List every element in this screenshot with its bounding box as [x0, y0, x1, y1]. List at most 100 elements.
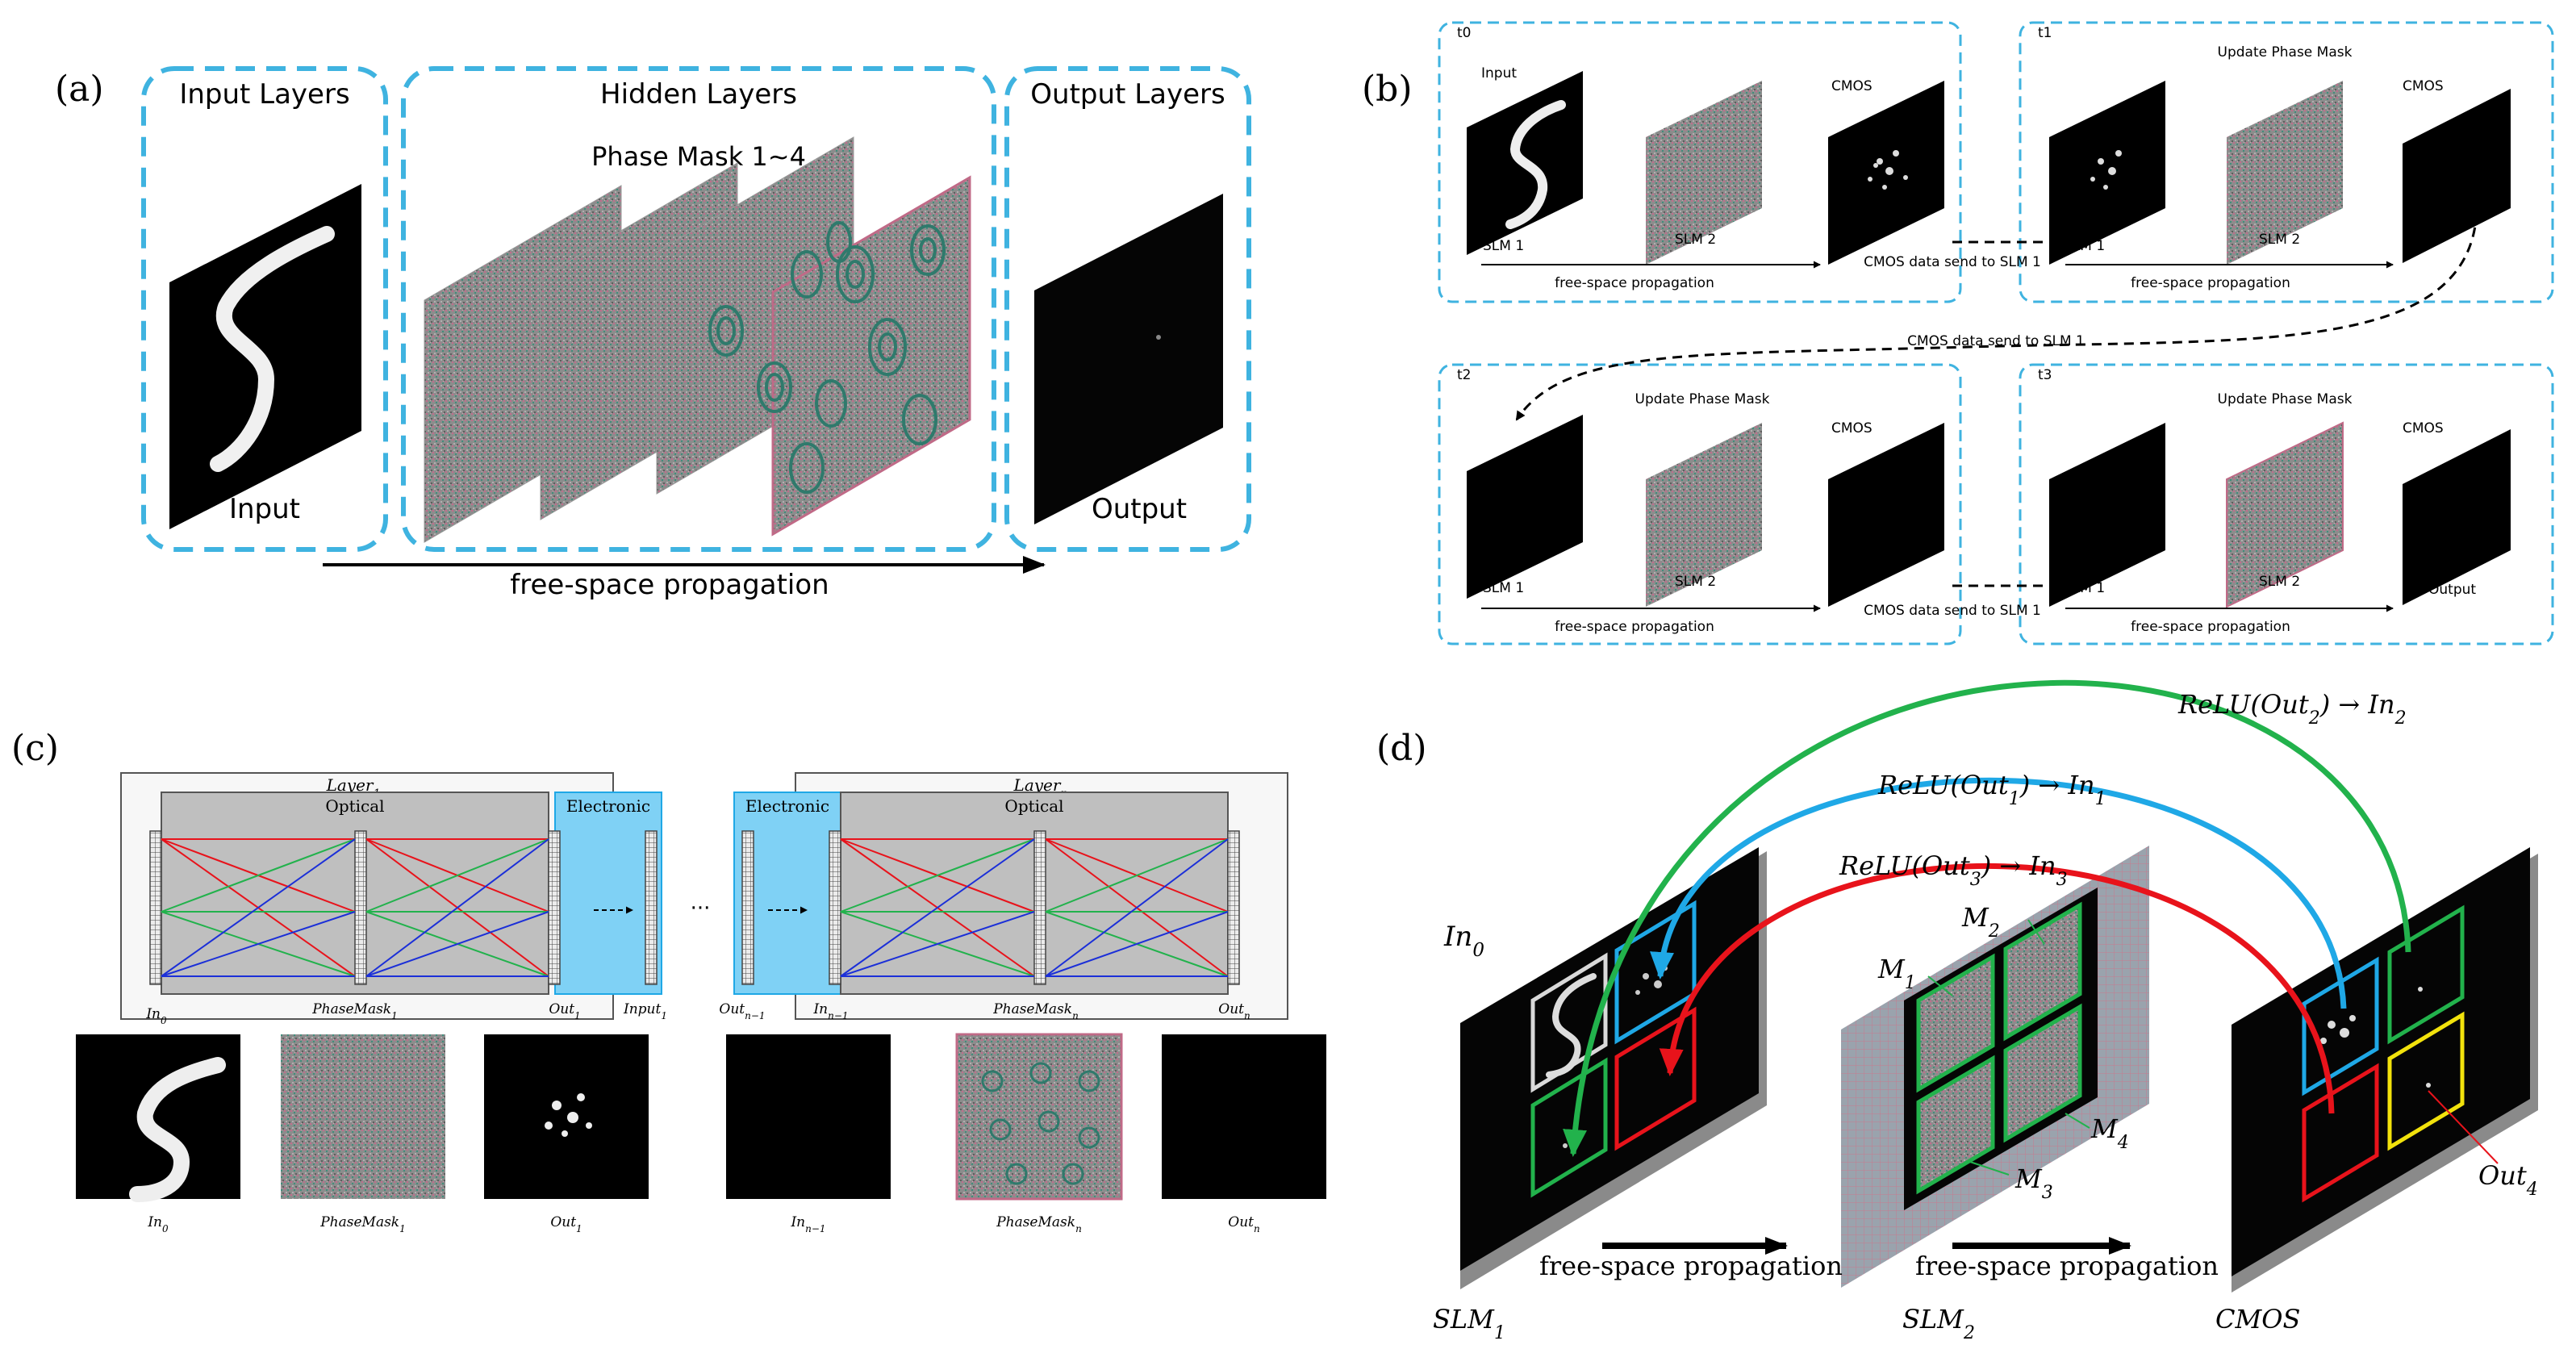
- t3-cmos-label: CMOS: [2403, 420, 2444, 436]
- layer1-optical-label: Optical: [325, 796, 384, 816]
- t1-slm1: [2049, 81, 2165, 265]
- cmos-red-box: [2302, 1063, 2379, 1203]
- t1-cmos-label: CMOS: [2403, 78, 2444, 94]
- phase-mask-rings: [708, 221, 946, 494]
- t3-box: [2019, 363, 2554, 645]
- t0-cmos-speckle: [1868, 150, 1908, 190]
- relu1-label: ReLU(Out1) → In1: [1877, 770, 2106, 809]
- layern-rays: [840, 838, 1229, 977]
- t1-box: [2019, 21, 2554, 303]
- t0-label: t0: [1457, 25, 1471, 41]
- output-spot: [1156, 335, 1161, 340]
- t2-slm2: [1646, 423, 1762, 607]
- cmos-yellow-box: [2387, 1011, 2465, 1151]
- d-cmos-label: CMOS: [2215, 1304, 2300, 1335]
- ellipsis: ···: [691, 896, 711, 921]
- c-outn-label: Outn: [1218, 1001, 1250, 1021]
- cmos-blue-box: [2302, 956, 2379, 1096]
- d-in0-label: In0: [1443, 921, 1484, 961]
- panel-d-label: (d): [1376, 728, 1427, 769]
- propagation-label: free-space propagation: [510, 569, 829, 601]
- panel-c: (c) Layer1 Optical Electronic Layern Ele…: [11, 728, 1326, 1234]
- slm1-plate: [1460, 847, 1759, 1271]
- layern-electronic-label: Electronic: [745, 796, 829, 816]
- t-outn-label: Outn: [1228, 1214, 1259, 1234]
- c-pm1-label: PhaseMask1: [311, 1001, 398, 1021]
- m4-leader: [2065, 1113, 2090, 1129]
- t2-label: t2: [1457, 367, 1471, 383]
- t3-title: Update Phase Mask: [2218, 391, 2353, 407]
- output-image: [1034, 194, 1223, 524]
- cmos-plate: [2232, 847, 2530, 1276]
- t3-slm1-label: SLM 1: [2064, 580, 2105, 596]
- t2-cmos: [1828, 423, 1944, 607]
- t1-slm1-speckle: [2090, 150, 2122, 190]
- input-layers-title: Input Layers: [179, 78, 349, 111]
- m3-label: M3: [2014, 1163, 2053, 1203]
- t1-cmos: [2403, 89, 2511, 263]
- m2-label: M2: [1961, 902, 2000, 942]
- relu1-arc: [1650, 777, 2347, 1009]
- relu2-arc: [1563, 679, 2411, 1157]
- panel-a-label: (a): [55, 69, 104, 110]
- cmos-green-box: [2387, 904, 2465, 1045]
- t3-cmos: [2403, 429, 2511, 605]
- t0-cmos-label: CMOS: [1831, 78, 1873, 94]
- digit-five: [210, 226, 335, 472]
- send-label-top: CMOS data send to SLM 1: [1864, 254, 2041, 270]
- t-pm1-label: PhaseMask1: [319, 1214, 406, 1234]
- slm2-m2: [2003, 901, 2082, 1042]
- phase-mask-title: Phase Mask 1~4: [591, 141, 806, 172]
- t3-label: t3: [2038, 367, 2052, 383]
- t-out1-label: Out1: [550, 1214, 582, 1234]
- c-inn1-label: Inn−1: [812, 1001, 848, 1021]
- cmos-speckle: [2320, 987, 2431, 1088]
- output-layers-title: Output Layers: [1030, 78, 1225, 111]
- m2-leader: [2027, 919, 2045, 945]
- out4-label: Out4: [2478, 1160, 2538, 1200]
- slm1-digit-box: [1530, 952, 1608, 1093]
- panel-c-label: (c): [11, 728, 59, 769]
- thumb-pmn-rings: [981, 1062, 1100, 1185]
- hidden-layers-title: Hidden Layers: [600, 78, 797, 111]
- t0-box: [1438, 21, 1962, 303]
- send-arrow-mid: [1515, 211, 2478, 421]
- t0-slm2-label: SLM 2: [1675, 232, 1716, 248]
- layer1-rays: [161, 838, 549, 977]
- thumb-in0-digit: [129, 1057, 226, 1202]
- d-prop-label-1: free-space propagation: [1539, 1251, 1843, 1281]
- slm2-m4: [2003, 1003, 2082, 1143]
- c-pmn-label: PhaseMaskn: [992, 1001, 1079, 1021]
- send-label-bottom: CMOS data send to SLM 1: [1864, 603, 2041, 619]
- t0-prop-label: free-space propagation: [1555, 275, 1714, 291]
- t2-slm2-label: SLM 2: [1675, 574, 1716, 590]
- t0-slm1-label: SLM 1: [1483, 238, 1524, 254]
- neuron-columns: [149, 830, 1240, 985]
- slm1-red-box: [1614, 1006, 1697, 1151]
- send-label-mid: CMOS data send to SLM 1: [1907, 333, 2085, 349]
- t2-slm1: [1467, 415, 1583, 599]
- t3-prop-label: free-space propagation: [2131, 619, 2290, 635]
- t2-cmos-label: CMOS: [1831, 420, 1873, 436]
- t1-slm1-label: SLM 1: [2064, 238, 2105, 254]
- m1-label: M1: [1877, 954, 1916, 993]
- t3-output-label: Output: [2428, 582, 2476, 598]
- t1-slm2: [2227, 81, 2343, 265]
- slm1-digit: [1546, 973, 1597, 1078]
- relu3-arc: [1659, 863, 2335, 1114]
- layern-optical-label: Optical: [1004, 796, 1063, 816]
- m3-leader: [1969, 1161, 2010, 1176]
- t0-input-label: Input: [1481, 65, 1517, 81]
- c-input1-label: Input1: [623, 1001, 667, 1021]
- d-slm2-label: SLM2: [1902, 1304, 1975, 1341]
- t0-digit: [1505, 100, 1566, 229]
- output-caption: Output: [1092, 493, 1187, 525]
- t3-slm2: [2226, 421, 2344, 608]
- thumb-pm1: [281, 1034, 445, 1199]
- t3-slm1: [2049, 423, 2165, 607]
- t2-box: [1438, 363, 1962, 645]
- t2-prop-label: free-space propagation: [1555, 619, 1714, 635]
- panel-a: (a) Input Layers Hidden Layers Output La…: [55, 66, 1251, 601]
